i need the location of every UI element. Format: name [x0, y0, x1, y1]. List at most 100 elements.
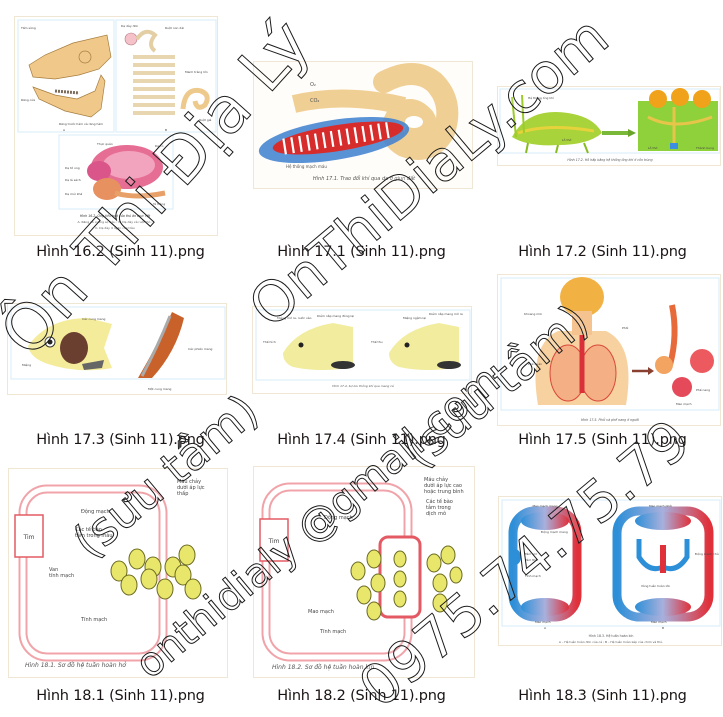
svg-text:Vòng tuần hoàn lớn: Vòng tuần hoàn lớn	[641, 584, 670, 588]
svg-text:A: A	[544, 626, 547, 630]
svg-text:Diềm nắp mang đóng lại: Diềm nắp mang đóng lại	[317, 313, 354, 318]
svg-text:Tấm sừng: Tấm sừng	[20, 26, 36, 30]
svg-text:Hình 18.1. Sơ đồ hệ tuần hoàn: Hình 18.1. Sơ đồ hệ tuần hoàn hở	[25, 662, 126, 669]
human-lungs-illustration: Khoang mũi Phổi Phế quản Phế nang Mao mạ…	[500, 277, 720, 422]
svg-text:Tâm thất: Tâm thất	[524, 558, 539, 562]
svg-text:A – Hệ tuần hoàn đơn của cá ;: A – Hệ tuần hoàn đơn của cá ; B – Hệ tuầ…	[559, 640, 663, 644]
svg-text:Dạ múi khế: Dạ múi khế	[65, 192, 82, 196]
gill-ventilation-illustration: Miệng mở ra, nước vào Diềm nắp mang đóng…	[255, 309, 471, 388]
svg-text:tắm trong: tắm trong	[426, 504, 451, 511]
svg-text:thấp: thấp	[177, 490, 188, 497]
svg-text:Động mạch chủ: Động mạch chủ	[695, 552, 719, 556]
svg-text:dưới áp lực cao: dưới áp lực cao	[424, 482, 462, 489]
svg-text:Các phiến mang: Các phiến mang	[188, 347, 213, 351]
file-item[interactable]: Miệng mở ra, nước vào Diềm nắp mang đóng…	[241, 270, 482, 460]
svg-text:Ruột non dài: Ruột non dài	[165, 26, 184, 30]
svg-text:Hình 16.2. Ống tiêu hoá của th: Hình 16.2. Ống tiêu hoá của thú ăn thực …	[80, 213, 151, 218]
svg-text:Mao mạch mang: Mao mạch mang	[532, 504, 557, 508]
svg-text:Thực quản: Thực quản	[96, 142, 113, 146]
digestive-tract-illustration: Tấm sừng Răng cửa Răng trước hàm và răng…	[17, 19, 217, 230]
svg-text:Phế quản: Phế quản	[528, 362, 542, 366]
file-thumbnail[interactable]: Khoang mũi Phổi Phế quản Phế nang Mao mạ…	[497, 274, 721, 426]
svg-text:Hình 17.1. Trao đổi khí qua da: Hình 17.1. Trao đổi khí qua da ở giun đấ…	[313, 175, 416, 182]
file-name[interactable]: Hình 17.5 (Sinh 11).png	[518, 432, 687, 448]
file-thumbnail[interactable]: Miệng mở ra, nước vào Diềm nắp mang đóng…	[252, 306, 472, 394]
file-item[interactable]: Tim Máu chảy dưới áp lực cao hoặc trung …	[241, 460, 482, 717]
file-name[interactable]: Hình 18.1 (Sinh 11).png	[36, 688, 205, 704]
svg-text:Tim: Tim	[268, 538, 280, 545]
svg-text:Dạ lá sách: Dạ lá sách	[65, 178, 81, 182]
svg-text:Tá tràng: Tá tràng	[152, 202, 165, 206]
svg-text:Máu chảy: Máu chảy	[177, 478, 201, 485]
svg-text:Tim: Tim	[23, 534, 35, 541]
file-thumbnail[interactable]: Tấm sừng Răng cửa Răng trước hàm và răng…	[14, 16, 218, 236]
file-item[interactable]: Khoang mũi Phổi Phế quản Phế nang Mao mạ…	[482, 270, 723, 460]
file-thumbnail[interactable]: Các cung mang Miệng Các phiến mang Một c…	[7, 303, 227, 395]
file-item[interactable]: Tim Máu chảy dưới áp lực thấp Động mạch …	[0, 460, 241, 717]
svg-text:Mao mạch phổi: Mao mạch phổi	[649, 503, 672, 508]
svg-text:Dạ dày đơn: Dạ dày đơn	[121, 24, 138, 28]
file-name[interactable]: Hình 17.4 (Sinh 11).png	[277, 432, 446, 448]
svg-text:Răng cửa: Răng cửa	[21, 98, 35, 102]
svg-text:tắm trong máu: tắm trong máu	[75, 532, 113, 539]
file-name[interactable]: Hình 18.2 (Sinh 11).png	[277, 688, 446, 704]
svg-text:Tĩnh mạch: Tĩnh mạch	[319, 629, 346, 635]
file-thumbnail[interactable]: O₂ CO₂ Hệ thống mạch máu Hình 17.1. Trao…	[253, 61, 473, 189]
file-thumbnail[interactable]: Tim Máu chảy dưới áp lực thấp Động mạch …	[8, 468, 228, 678]
svg-text:Tĩnh mạch: Tĩnh mạch	[524, 574, 541, 578]
open-circulation-illustration: Tim Máu chảy dưới áp lực thấp Động mạch …	[9, 469, 227, 677]
file-item[interactable]: Các cung mang Miệng Các phiến mang Một c…	[0, 270, 241, 460]
svg-text:Động mạch: Động mạch	[81, 508, 110, 515]
svg-text:Diềm nắp mang mở ra: Diềm nắp mang mở ra	[429, 311, 463, 316]
svg-text:B: B	[165, 128, 167, 132]
svg-text:Dạ cỏ: Dạ cỏ	[155, 144, 164, 148]
svg-text:dịch mô: dịch mô	[426, 510, 446, 517]
svg-text:Mao mạch: Mao mạch	[308, 609, 334, 615]
file-thumbnail[interactable]: Mao mạch mang Động mạch mang Tâm nhĩ Tâm…	[498, 496, 722, 646]
file-name[interactable]: Hình 16.2 (Sinh 11).png	[36, 244, 205, 260]
svg-text:Hệ thống ống khí: Hệ thống ống khí	[528, 96, 554, 100]
svg-text:Các tế bào: Các tế bào	[75, 526, 102, 533]
double-circulation-illustration: Mao mạch mang Động mạch mang Tâm nhĩ Tâm…	[501, 499, 721, 644]
file-item[interactable]: O₂ CO₂ Hệ thống mạch máu Hình 17.1. Trao…	[241, 0, 482, 270]
svg-text:Miệng mở ra, nước vào: Miệng mở ra, nước vào	[277, 316, 312, 320]
file-name[interactable]: Hình 17.1 (Sinh 11).png	[277, 244, 446, 260]
file-name[interactable]: Hình 17.3 (Sinh 11).png	[36, 432, 205, 448]
svg-text:Thể thu: Thể thu	[370, 339, 383, 344]
svg-text:Răng trước hàm và răng hàm: Răng trước hàm và răng hàm	[59, 122, 103, 126]
svg-text:Tâm nhĩ: Tâm nhĩ	[524, 552, 537, 556]
svg-text:Hình 18.2. Sơ đồ hệ tuần hoàn: Hình 18.2. Sơ đồ hệ tuần hoàn kín	[272, 664, 375, 671]
svg-text:Manh tràng lớn: Manh tràng lớn	[185, 70, 208, 74]
svg-text:Hệ thống mạch máu: Hệ thống mạch máu	[286, 164, 327, 169]
svg-text:C. Dạ dày 4 ngăn của trâu: C. Dạ dày 4 ngăn của trâu	[95, 226, 135, 230]
svg-text:Dạ tổ ong: Dạ tổ ong	[65, 165, 80, 170]
svg-text:Lỗ thở: Lỗ thở	[562, 137, 572, 142]
svg-text:Thành bụng: Thành bụng	[695, 146, 714, 150]
svg-text:A. Răng và xương sọ trâu ; B.: A. Răng và xương sọ trâu ; B. Dạ dày và …	[78, 220, 153, 224]
file-name[interactable]: Hình 18.3 (Sinh 11).png	[518, 688, 687, 704]
file-item[interactable]: Tấm sừng Răng cửa Răng trước hàm và răng…	[0, 0, 241, 270]
earthworm-illustration: O₂ CO₂ Hệ thống mạch máu Hình 17.1. Trao…	[254, 62, 472, 188]
insect-tracheal-illustration: Hệ thống ống khí Lỗ thở Lỗ thở Thành bụn…	[499, 88, 720, 162]
svg-text:Miệng ngậm lại: Miệng ngậm lại	[403, 316, 426, 320]
svg-text:Hình 17.5. Phổi và phế nang ở: Hình 17.5. Phổi và phế nang ở người	[581, 417, 639, 422]
svg-text:Hình 18.3. Hệ tuần hoàn kín: Hình 18.3. Hệ tuần hoàn kín	[589, 634, 634, 638]
file-thumbnail[interactable]: Hệ thống ống khí Lỗ thở Lỗ thở Thành bụn…	[497, 86, 721, 166]
svg-text:Động mạch mang: Động mạch mang	[541, 530, 568, 534]
svg-text:O₂: O₂	[310, 82, 316, 88]
file-item[interactable]: Mao mạch mang Động mạch mang Tâm nhĩ Tâm…	[482, 460, 723, 717]
svg-text:Thể hích: Thể hích	[262, 339, 276, 344]
fish-gill-illustration: Các cung mang Miệng Các phiến mang Một c…	[10, 306, 226, 391]
svg-text:Các tế bào: Các tế bào	[426, 498, 453, 505]
file-name[interactable]: Hình 17.2 (Sinh 11).png	[518, 244, 687, 260]
file-thumbnail[interactable]: Tim Máu chảy dưới áp lực cao hoặc trung …	[253, 466, 475, 678]
svg-text:Khoang mũi: Khoang mũi	[524, 312, 542, 316]
svg-text:hoặc trung bình: hoặc trung bình	[424, 488, 464, 495]
file-item[interactable]: Hệ thống ống khí Lỗ thở Lỗ thở Thành bụn…	[482, 0, 723, 270]
svg-text:Lỗ thở: Lỗ thở	[648, 145, 658, 150]
svg-text:Miệng: Miệng	[22, 363, 31, 367]
svg-text:Các cung mang: Các cung mang	[82, 317, 106, 321]
svg-text:CO₂: CO₂	[310, 98, 319, 104]
svg-text:Phổi: Phổi	[622, 325, 629, 330]
